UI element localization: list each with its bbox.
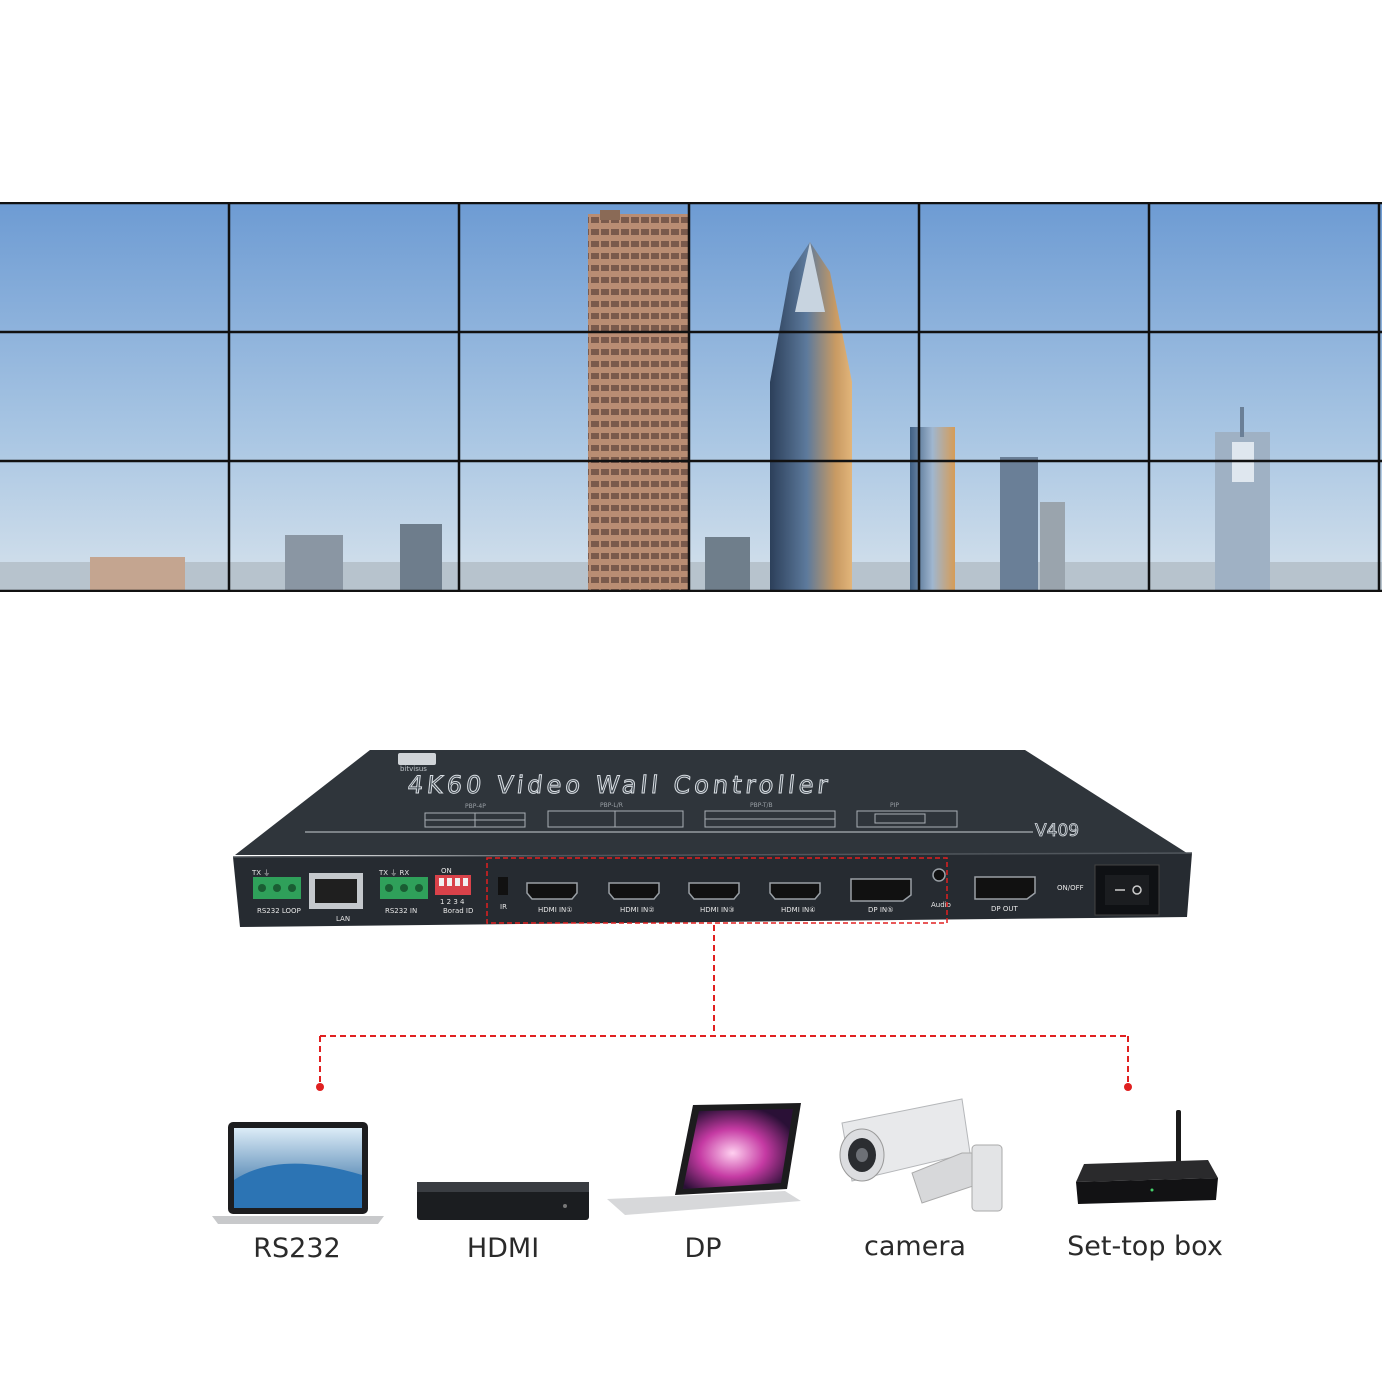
layout-mode-icons <box>424 810 958 828</box>
source-label-set-top-box: Set-top box <box>1067 1231 1223 1262</box>
rs232-in-pins: TX ⏚ RX <box>378 869 409 877</box>
model-number: V409 <box>1035 821 1079 841</box>
input-ports-highlight <box>486 857 948 924</box>
mode-pbp-4p: PBP-4P <box>465 803 486 810</box>
device-title: 4K60 Video Wall Controller <box>406 771 833 799</box>
hdmi-in-2-port[interactable] <box>608 882 660 900</box>
hdmi-in-3-label: HDMI IN③ <box>700 906 735 914</box>
dip-numbers: 1 2 3 4 <box>440 898 465 906</box>
video-wall-image <box>0 202 1382 592</box>
hdmi-in-4-port[interactable] <box>769 882 821 900</box>
bluray-player-icon <box>417 1182 589 1220</box>
dp-out-port[interactable] <box>974 876 1036 900</box>
hdmi-in-2-label: HDMI IN② <box>620 906 655 914</box>
set-top-box-icon <box>1076 1110 1218 1204</box>
power-label: ON/OFF <box>1057 884 1084 892</box>
ir-sensor <box>498 877 508 895</box>
mode-pbp-tb: PBP-T/B <box>750 802 773 809</box>
audio-label: Audio <box>931 901 951 909</box>
hdmi-in-1-port[interactable] <box>526 882 578 900</box>
laptop-icon <box>212 1122 384 1224</box>
hdmi-in-3-port[interactable] <box>688 882 740 900</box>
rs232-loop-label: RS232 LOOP <box>257 907 301 915</box>
rs232-loop-pins: TX ⏚ <box>251 869 270 877</box>
brand-logo: bitvisus <box>398 753 436 773</box>
connector-lines <box>316 925 1132 1091</box>
controller-device: bitvisus 4K60 Video Wall Controller PBP-… <box>232 750 1193 927</box>
svg-text:bitvisus: bitvisus <box>400 765 427 773</box>
rs232-in-label: RS232 IN <box>385 907 417 915</box>
dp-in-label: DP IN⑤ <box>868 906 893 914</box>
source-label-camera: camera <box>864 1231 966 1262</box>
source-label-dp: DP <box>684 1233 722 1264</box>
board-id-label: Borad ID <box>443 907 473 915</box>
source-label-rs232: RS232 <box>253 1233 341 1264</box>
lan-label: LAN <box>336 915 350 923</box>
dip-on-label: ON <box>441 867 452 875</box>
audio-jack[interactable] <box>932 868 946 882</box>
ir-label: IR <box>500 903 507 911</box>
mode-pbp-lr: PBP-L/R <box>600 802 623 809</box>
dp-in-port[interactable] <box>850 878 912 902</box>
hdmi-in-1-label: HDMI IN① <box>538 906 573 914</box>
dp-out-label: DP OUT <box>991 905 1018 913</box>
notebook-icon <box>607 1103 801 1215</box>
cctv-camera-icon <box>839 1098 1003 1212</box>
hdmi-in-4-label: HDMI IN④ <box>781 906 816 914</box>
mode-pip: PIP <box>890 802 899 809</box>
source-label-hdmi: HDMI <box>466 1233 540 1264</box>
